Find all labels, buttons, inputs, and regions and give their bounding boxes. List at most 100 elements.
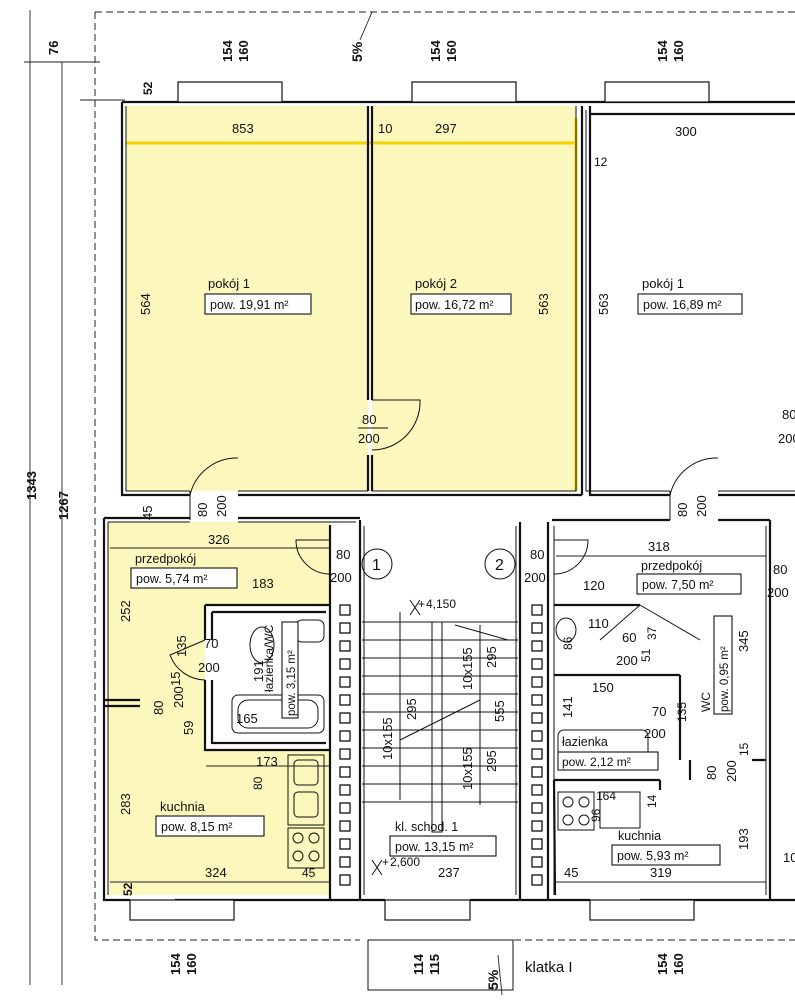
dim-86: 86 [561, 636, 575, 650]
door-3-height: 200 [694, 495, 709, 517]
flat-marker-1: 1 [372, 557, 381, 574]
room-name-lazienka: łazienka [562, 735, 608, 749]
room-name-pokoj-1-right: pokój 1 [642, 276, 684, 291]
ventilation-column-left [339, 604, 351, 886]
dim-563-b: 563 [596, 293, 611, 315]
dim-318: 318 [648, 539, 670, 554]
door-3-width: 80 [675, 503, 690, 517]
dim-183: 183 [252, 576, 274, 591]
wall-stair-right [470, 522, 795, 902]
dim-110: 110 [588, 616, 609, 631]
window-6-width-a: 154 [655, 953, 670, 975]
slope-arrow-bottom [497, 954, 503, 996]
dim-10-right: 10 [783, 850, 795, 865]
room-area-kuchnia-right: pow. 5,93 m² [617, 849, 689, 863]
door-1-width: 80 [362, 412, 376, 427]
door-6-height: 200 [767, 585, 789, 600]
wall-bathroom-left [203, 603, 330, 752]
dim-164: 164 [596, 789, 616, 803]
dim-120: 120 [583, 578, 605, 593]
level-bottom-plus: + [382, 855, 389, 869]
window-2-width-b: 160 [444, 40, 459, 62]
window-6 [589, 899, 695, 921]
dim-45-c: 45 [564, 865, 578, 880]
room-area-box-przedpokoj-right [636, 573, 742, 595]
level-bottom: 2,600 [390, 855, 420, 869]
bathtub-left [231, 694, 325, 734]
dim-150: 150 [592, 680, 614, 695]
wall-kitchen-divider [104, 698, 140, 708]
door-6-width: 80 [773, 562, 787, 577]
dim-45-a: 45 [140, 506, 155, 520]
dim-564: 564 [138, 293, 153, 315]
room-area-box-wc [713, 615, 733, 715]
window-4 [129, 899, 235, 921]
window-1-width-b: 160 [236, 40, 251, 62]
door-arc-bath1 [169, 639, 206, 681]
dim-80-a: 80 [251, 776, 265, 790]
door-arc-entry2 [553, 539, 589, 575]
dim-853: 853 [232, 121, 254, 136]
window-3-width-b: 160 [671, 40, 686, 62]
room-area-pokoj-1-right: pow. 16,89 m² [643, 298, 722, 312]
room-area-przedpokoj-right: pow. 7,50 m² [642, 578, 714, 592]
entrance-step [367, 939, 514, 991]
stair-dim-10x155-a: 10x155 [380, 717, 395, 760]
dim-173: 173 [256, 754, 278, 769]
door-4-height: 200 [330, 570, 352, 585]
door-12-height: 200 [724, 760, 739, 782]
room-name-kuchnia: kuchnia [160, 799, 206, 814]
door-5-width: 80 [530, 547, 544, 562]
dim-324: 324 [205, 865, 227, 880]
stair-dim-555: 555 [492, 700, 507, 722]
dim-319: 319 [650, 865, 672, 880]
room-area-lazienka-wc: pow. 3,15 m² [286, 650, 298, 716]
room-area-box-pokoj-2 [410, 293, 512, 315]
room-area-wc: pow. 0,95 m² [719, 646, 731, 712]
stove-right [557, 791, 641, 831]
door-arc-entry1 [295, 539, 331, 575]
dim-bottom-small: 52 [121, 882, 135, 896]
dim-top-small: 52 [141, 81, 155, 95]
room-name-kuchnia-right: kuchnia [618, 829, 661, 843]
door-4-width: 80 [336, 547, 350, 562]
level-top: 4,150 [426, 597, 456, 611]
window-2 [411, 81, 517, 103]
window-1-width-a: 154 [220, 40, 235, 62]
flat-marker-2: 2 [495, 557, 504, 574]
wall-lower-right [552, 518, 772, 900]
wall-stair-left [330, 520, 385, 902]
stair-dim-10x155-c: 10x155 [460, 747, 475, 790]
door-1-height: 200 [358, 431, 380, 446]
door-arc-hall2 [669, 457, 719, 520]
door-5-height: 200 [524, 570, 546, 585]
dim-563-a: 563 [536, 293, 551, 315]
room-name-pokoj-2: pokój 2 [415, 276, 457, 291]
flat-marker-circle-1 [361, 548, 393, 580]
level-top-plus: + [418, 597, 425, 611]
room-area-lazienka: pow. 2,12 m² [562, 755, 631, 769]
room-area-box-przedpokoj [130, 567, 238, 589]
dim-12: 12 [594, 155, 608, 169]
room-area-kuchnia: pow. 8,15 m² [161, 820, 233, 834]
ventilation-column-right [531, 604, 543, 886]
dim-total-height: 1343 [24, 471, 39, 500]
dim-297: 297 [435, 121, 457, 136]
slope-bottom: 5% [485, 969, 501, 990]
door-12-width: 80 [704, 766, 719, 780]
dim-59: 59 [181, 721, 196, 735]
room-name-przedpokoj: przedpokój [135, 552, 196, 566]
window-5-width-a: 114 [411, 953, 426, 975]
room-area-przedpokoj: pow. 5,74 m² [136, 572, 208, 586]
wall-lower-left [102, 516, 360, 902]
dim-345: 345 [736, 630, 751, 652]
room-area-box-klatka [389, 835, 497, 857]
window-5-width-b: 115 [427, 954, 442, 975]
stair-label: klatka I [525, 959, 573, 976]
room-name-przedpokoj-right: przedpokój [641, 559, 702, 573]
window-4-width-b: 160 [184, 953, 199, 975]
room-name-klatka: kl. schod. 1 [395, 820, 458, 834]
window-3-width-a: 154 [655, 40, 670, 62]
kitchen-sink-left [287, 754, 325, 826]
room-area-klatka: pow. 13,15 m² [395, 840, 474, 854]
